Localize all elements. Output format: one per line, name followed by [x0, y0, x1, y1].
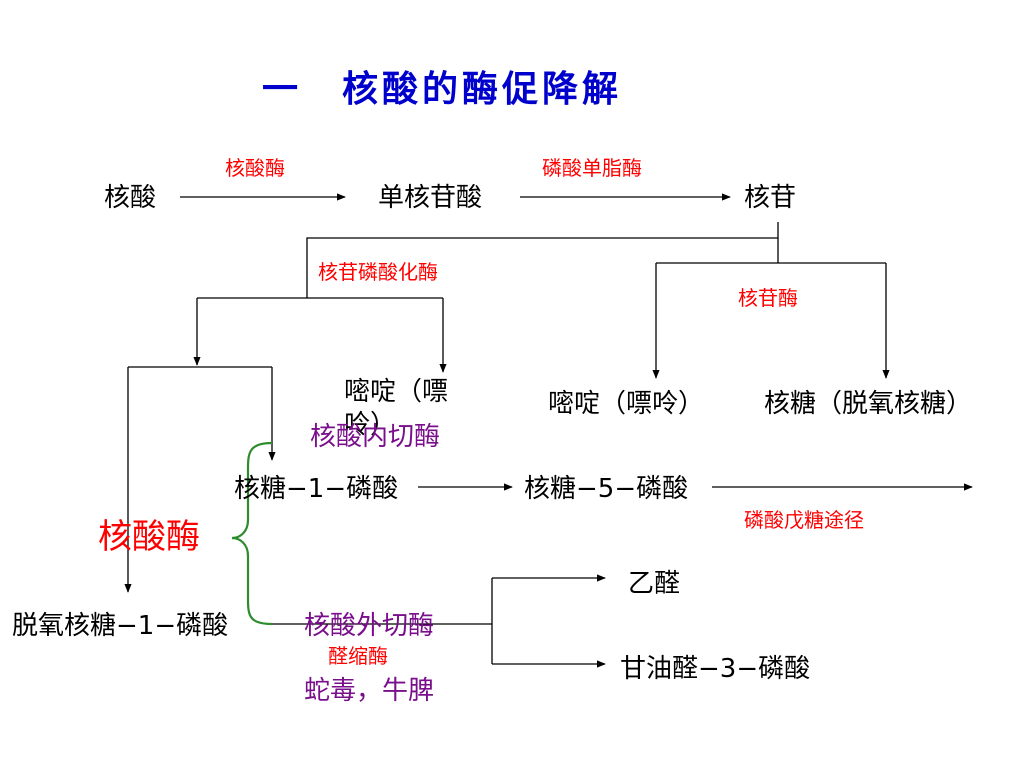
label-nuclease-big: 核酸酶 — [98, 517, 200, 557]
node-acetaldehyde: 乙醛 — [628, 569, 681, 599]
node-nucleoside: 核苷 — [744, 183, 797, 213]
page-title: 一 核酸的酶促降解 — [262, 69, 623, 110]
node-deoxyribose-1-phosphate: 脱氧核糖−1−磷酸 — [12, 611, 229, 641]
label-nuclease: 核酸酶 — [225, 156, 285, 180]
label-sources: 蛇毒，牛脾 — [304, 676, 435, 706]
label-phosphomonoesterase: 磷酸单脂酶 — [542, 156, 642, 180]
node-glyceraldehyde-3-phosphate: 甘油醛−3−磷酸 — [620, 654, 811, 684]
label-pentose-phosphate-pathway: 磷酸戊糖途径 — [744, 508, 864, 532]
node-pyrimidine-purine-right: 嘧啶（嘌呤） — [548, 389, 705, 419]
node-ribose-5-phosphate: 核糖−5−磷酸 — [524, 474, 689, 504]
label-endonuclease: 核酸内切酶 — [310, 422, 441, 452]
label-nucleoside-phosphorylase: 核苷磷酸化酶 — [318, 260, 438, 284]
label-exonuclease: 核酸外切酶 — [304, 611, 435, 641]
node-ribose-1-phosphate: 核糖−1−磷酸 — [234, 474, 399, 504]
nuclease-brace — [231, 441, 273, 626]
node-pyrimidine-purine-left: 嘧啶（嘌呤） — [344, 377, 449, 440]
nucleoside-phosphorylase-branch — [306, 222, 779, 298]
label-nucleosidase: 核苷酶 — [738, 286, 798, 310]
node-mononucleotide: 单核苷酸 — [378, 183, 483, 213]
node-nucleic-acid: 核酸 — [104, 183, 157, 213]
label-aldolase: 醛缩酶 — [328, 644, 388, 668]
node-ribose-deoxyribose: 核糖（脱氧核糖） — [764, 389, 973, 419]
